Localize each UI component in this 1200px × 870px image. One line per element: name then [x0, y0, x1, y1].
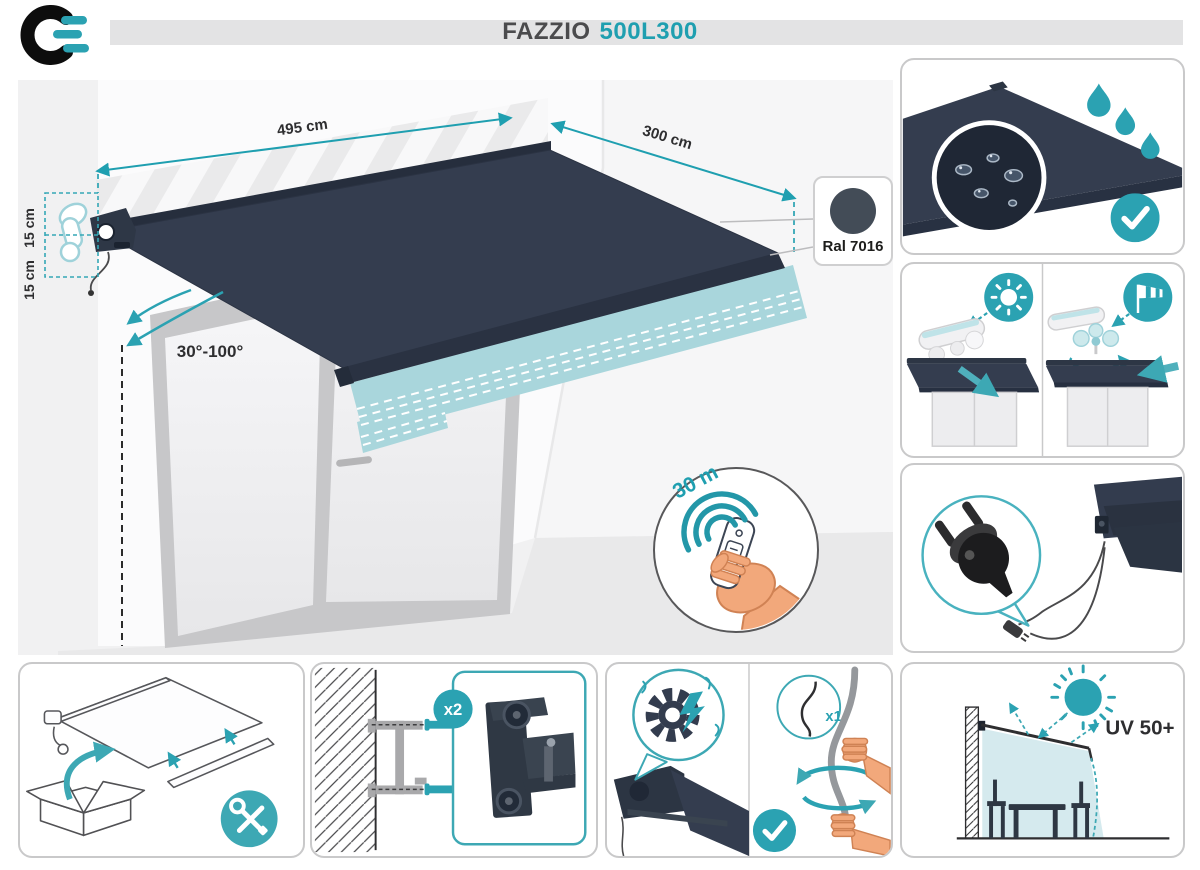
- anemometer-icon: [1069, 323, 1133, 371]
- sun-icon: [984, 272, 1034, 322]
- width-dimension-arrow: [95, 112, 513, 177]
- gear-lightning-icon: [645, 688, 705, 742]
- awning-outline: [43, 676, 275, 789]
- mount-height-label-upper: 15 cm: [21, 208, 37, 248]
- tools-icon: [220, 790, 278, 848]
- depth-dimension-arrow: [550, 120, 797, 202]
- fingers: [710, 550, 751, 585]
- plug-icon: [934, 501, 1013, 598]
- feature-water-resistant: [900, 58, 1185, 255]
- cord-loop: [52, 726, 61, 746]
- check-icon: [753, 809, 796, 852]
- rotate-arrow-left: [796, 765, 870, 785]
- box-icon: [26, 779, 146, 837]
- wind-sensor-scene: [1045, 272, 1180, 447]
- angle-arc-lower: [126, 290, 224, 347]
- table-and-chairs: [987, 779, 1091, 839]
- page-title: FAZZIO 500L300: [0, 17, 1200, 47]
- pull-cord: [90, 251, 110, 291]
- front-bar-part: [167, 737, 275, 789]
- check-icon: [1111, 193, 1160, 242]
- uv-ray-arrows: [1009, 702, 1100, 744]
- uv-sun-icon: [1050, 664, 1116, 731]
- uv-label: UV 50+: [1105, 717, 1174, 740]
- angle-label: 30°-100°: [177, 342, 244, 361]
- ral-color-swatch: [830, 188, 876, 234]
- crank-count-label: x1: [825, 709, 841, 725]
- retract-arrow: [1136, 355, 1180, 383]
- plug-magnifier: [921, 495, 1042, 627]
- step-drive-options: x1: [605, 662, 893, 858]
- wall-hatch: [314, 667, 376, 853]
- attach-arrow-2: [224, 727, 238, 745]
- magnifier-fabric-icon: [931, 120, 1047, 235]
- step-wall-mounting: x2: [310, 662, 598, 858]
- brackets-count-badge: x2: [433, 689, 473, 729]
- crank-scene: x1: [753, 666, 891, 856]
- wind-signal-arrow: [1111, 313, 1130, 328]
- rotate-arrow-right: [802, 795, 877, 815]
- awning-front-bar: [343, 253, 785, 383]
- crank-badge: [776, 674, 842, 740]
- mini-cassette: [1093, 476, 1182, 573]
- step-unbox-assemble: [18, 662, 305, 858]
- fabric-wedge: [670, 769, 749, 856]
- product-name: FAZZIO: [502, 18, 591, 45]
- extend-arrow: [957, 366, 1000, 398]
- bracket-3d: [485, 697, 576, 818]
- door-handle: [336, 456, 372, 467]
- ral-connector-2: [769, 246, 814, 256]
- wall-bracket: [58, 202, 88, 263]
- sun-signal-arrow: [966, 312, 988, 328]
- power-cord-2: [1029, 547, 1106, 640]
- cord-connector: [1002, 620, 1030, 642]
- wall-section: [964, 706, 980, 840]
- brackets-count-label: x2: [444, 700, 463, 719]
- vibration-marks: [641, 676, 720, 737]
- ral-color-box: Ral 7016: [813, 176, 893, 266]
- unbox-arrow: [63, 741, 116, 801]
- sun-sensor-scene: [906, 272, 1040, 447]
- mount-height-label-lower: 15 cm: [21, 260, 37, 300]
- windsock-icon: [1123, 272, 1173, 322]
- cord-end: [88, 290, 94, 296]
- logo-bars-icon: [53, 16, 89, 53]
- feature-electric-power: [900, 463, 1185, 653]
- ral-color-label: Ral 7016: [822, 238, 884, 255]
- awning-valance: [350, 265, 807, 453]
- motor-scene: [613, 668, 749, 856]
- brand-logo: [14, 5, 94, 70]
- shade-edge-dashed: [1090, 757, 1098, 839]
- product-model: 500L300: [599, 18, 698, 45]
- rolled-fabric: [1113, 521, 1182, 573]
- awning-profile: [980, 723, 1090, 750]
- mount-height-box: [44, 192, 99, 278]
- mini-awning-extending: [906, 358, 1040, 447]
- lower-hand: [830, 813, 891, 856]
- fabric-corner-cap: [989, 81, 1008, 92]
- cord: [620, 816, 625, 856]
- ral-connector-1: [719, 218, 814, 223]
- logo-c-icon: [20, 5, 73, 65]
- mini-awning-retracting: [1045, 355, 1180, 447]
- folding-arm: [627, 808, 728, 827]
- sensor-device-2: [1047, 306, 1106, 331]
- title-bar: [110, 20, 1183, 45]
- main-illustration: 495 cm 300 cm 15 cm 15 cm 30°-100°: [18, 80, 893, 655]
- feature-uv-protection: UV 50+: [900, 662, 1185, 858]
- front-bar-end-cap: [334, 366, 354, 387]
- crank-icon: [800, 681, 817, 737]
- angle-arc-upper: [126, 288, 192, 325]
- width-dimension-label: 495 cm: [276, 116, 329, 139]
- upper-hand: [841, 737, 891, 795]
- feature-sensors: [900, 262, 1185, 458]
- cassette-end: [613, 765, 685, 819]
- attach-arrow-1: [167, 751, 182, 769]
